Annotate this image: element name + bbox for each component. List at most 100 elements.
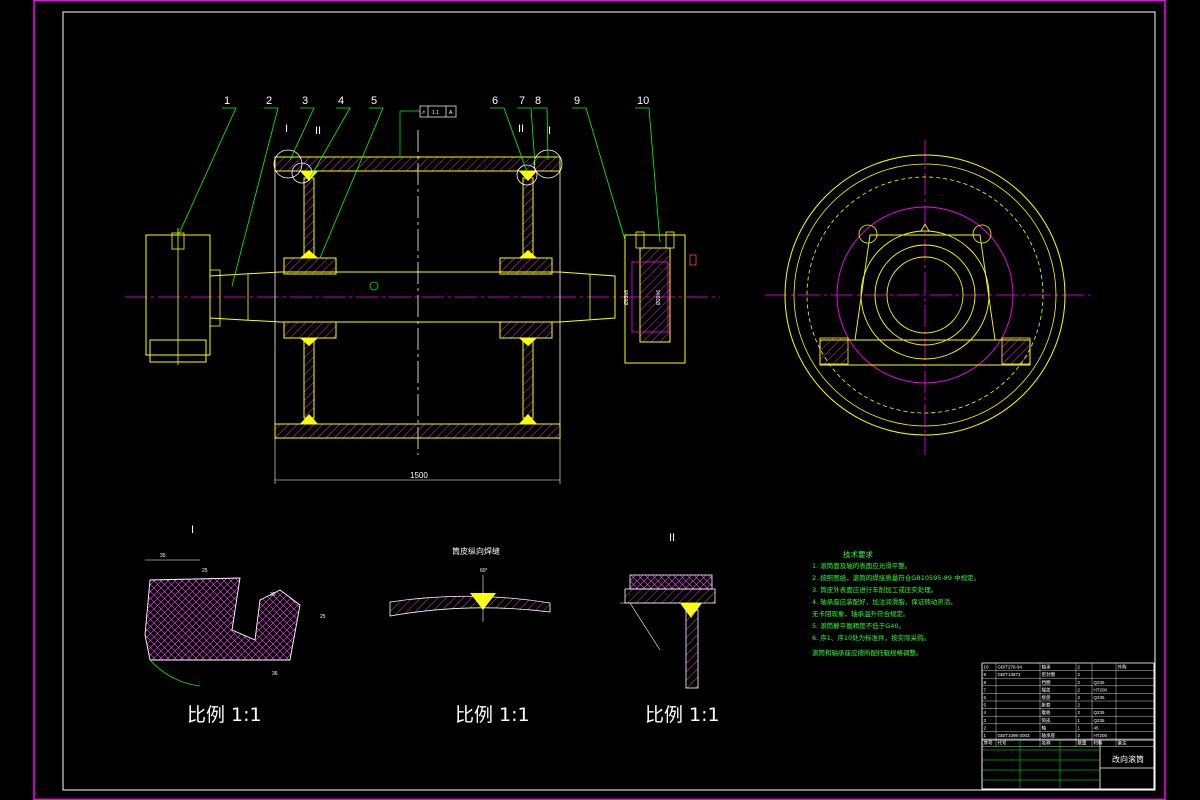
parts-cell: 轴 [1042, 724, 1047, 731]
svg-text:30: 30 [270, 592, 276, 598]
detail-II-scale: 比例 1:1 [645, 704, 720, 726]
callout-leader-3 [289, 107, 315, 161]
callout-label-1: 1 [224, 95, 230, 107]
svg-text:无卡阻现象，轴承温升符合规定。: 无卡阻现象，轴承温升符合规定。 [812, 609, 910, 618]
parts-cell: 45 [1094, 725, 1100, 730]
parts-cell: 5 [984, 703, 987, 708]
svg-text:36: 36 [272, 671, 278, 677]
callout-label-5: 5 [371, 95, 377, 107]
left-hub [283, 257, 337, 275]
callout-label-8: 8 [535, 95, 541, 107]
parts-cell: 轴承座 [1042, 732, 1056, 739]
parts-cell: 2 [1078, 680, 1081, 685]
parts-cell: 2 [1078, 665, 1081, 670]
parts-cell: 2 [1078, 733, 1081, 738]
parts-cell: 2 [1078, 687, 1081, 692]
drawing-frame [62, 11, 1156, 791]
parts-cell: 10 [984, 665, 990, 670]
svg-text:滚筒和轴承座应按所配托辊规格调整。: 滚筒和轴承座应按所配托辊规格调整。 [812, 648, 923, 657]
detail-I-scale: 比例 1:1 [187, 704, 262, 726]
shell-bottom [274, 423, 561, 439]
parts-cell: 材料 [1094, 740, 1103, 747]
detail-I: I 35 25 25 30 36 比例 1:1 [144, 524, 326, 726]
svg-text:3. 筒皮外表面应进行车削加工或压实处理。: 3. 筒皮外表面应进行车削加工或压实处理。 [812, 585, 937, 594]
parts-cell: 1 [984, 733, 987, 738]
left-end-plate [303, 177, 315, 259]
weld-detail-scale: 比例 1:1 [455, 704, 530, 726]
svg-text:4. 轴承座应装配好，加注润滑脂，保证转动灵活，: 4. 轴承座应装配好，加注润滑脂，保证转动灵活， [812, 597, 957, 606]
main-section-view: 1500 ↗ 1.1 A Ø85h8 Ø20h6 [125, 105, 720, 484]
callout-leader-4 [309, 107, 351, 179]
parts-cell: 腹板 [1042, 709, 1051, 716]
svg-text:6. 序1、序10处为标准件，按实际采购。: 6. 序1、序10处为标准件，按实际采购。 [812, 633, 930, 642]
parts-cell: Q235 [1094, 710, 1106, 715]
technical-notes-heading: 技术要求 [843, 549, 873, 559]
svg-text:↗: ↗ [421, 110, 425, 116]
callout-label-9: 9 [574, 95, 580, 107]
svg-text:1.1: 1.1 [432, 110, 439, 116]
parts-cell: 7 [984, 687, 987, 692]
parts-cell: 1 [1078, 725, 1081, 730]
drawing-name: 改向滚筒 [1112, 754, 1144, 764]
left-bearing-housing [145, 228, 221, 365]
callout-leader-10 [635, 107, 661, 243]
shaft [209, 271, 616, 323]
svg-text:60°: 60° [480, 568, 488, 574]
callout-label-10: 10 [637, 95, 649, 107]
callout-leader-5 [319, 107, 384, 259]
callout-leader-2 [231, 107, 279, 287]
parts-cell: HT200 [1094, 687, 1108, 692]
section-mark-left-a: I [285, 123, 288, 135]
parts-cell: 2 [984, 725, 987, 730]
parts-cell: 备注 [1118, 740, 1127, 747]
parts-cell: 名称 [1042, 740, 1051, 747]
parts-cell: Q235 [1094, 680, 1106, 685]
right-end-plate [522, 177, 534, 259]
right-hub [499, 257, 553, 275]
svg-text:I: I [191, 524, 194, 536]
svg-text:筒皮纵向焊缝: 筒皮纵向焊缝 [452, 546, 500, 556]
detail-II: II 比例 1:1 [620, 532, 720, 726]
section-mark-left-b: II [315, 125, 321, 137]
parts-cell: 轴承 [1042, 664, 1051, 671]
parts-cell: 2 [1078, 695, 1081, 700]
callout-leader-8 [533, 107, 549, 161]
parts-cell: 密封圈 [1042, 671, 1056, 678]
svg-text:25: 25 [202, 568, 208, 574]
parts-cell: 数量 [1078, 740, 1087, 747]
parts-cell: GB/T13871 [998, 672, 1022, 677]
parts-cell: Q235 [1094, 695, 1106, 700]
parts-cell: 3 [984, 718, 987, 723]
parts-cell: 筒皮 [1042, 717, 1051, 724]
callout-leader-1 [177, 107, 237, 237]
shell-top [274, 156, 561, 172]
callout-label-6: 6 [492, 95, 498, 107]
callout-label-4: 4 [338, 95, 344, 107]
parts-cell: 2 [1078, 710, 1081, 715]
callout-leader-6 [490, 107, 528, 173]
technical-notes: 技术要求 1. 滚筒面及轴的表面应光滑平整。 2. 按照图纸，滚筒的焊接质量符合… [812, 549, 980, 657]
callout-label-2: 2 [266, 95, 272, 107]
svg-text:A: A [449, 110, 453, 116]
parts-cell: 代号 [998, 740, 1007, 747]
svg-text:1. 滚筒面及轴的表面应光滑平整。: 1. 滚筒面及轴的表面应光滑平整。 [812, 561, 911, 570]
parts-cell: GB/T276-94 [998, 665, 1023, 670]
parts-cell: 2 [1078, 703, 1081, 708]
svg-text:35: 35 [160, 553, 166, 559]
bearing-dim-2: Ø20h6 [656, 290, 662, 305]
callout-leader-9 [572, 107, 626, 241]
parts-cell: Q235 [1094, 718, 1106, 723]
callout-label-3: 3 [302, 95, 308, 107]
parts-cell: 8 [984, 680, 987, 685]
parts-cell: 序号 [984, 740, 993, 747]
parts-cell: 挡圈 [1042, 679, 1051, 686]
end-view [765, 140, 1090, 455]
tolerance-frame: ↗ 1.1 A [399, 105, 457, 157]
weld-detail: 筒皮纵向焊缝 60° 比例 1:1 [389, 546, 551, 726]
bearing-dim-1: Ø85h8 [624, 290, 630, 305]
callout-label-7: 7 [519, 95, 525, 107]
section-mark-right-a: II [518, 123, 524, 135]
parts-cell: 外购 [1118, 664, 1127, 671]
